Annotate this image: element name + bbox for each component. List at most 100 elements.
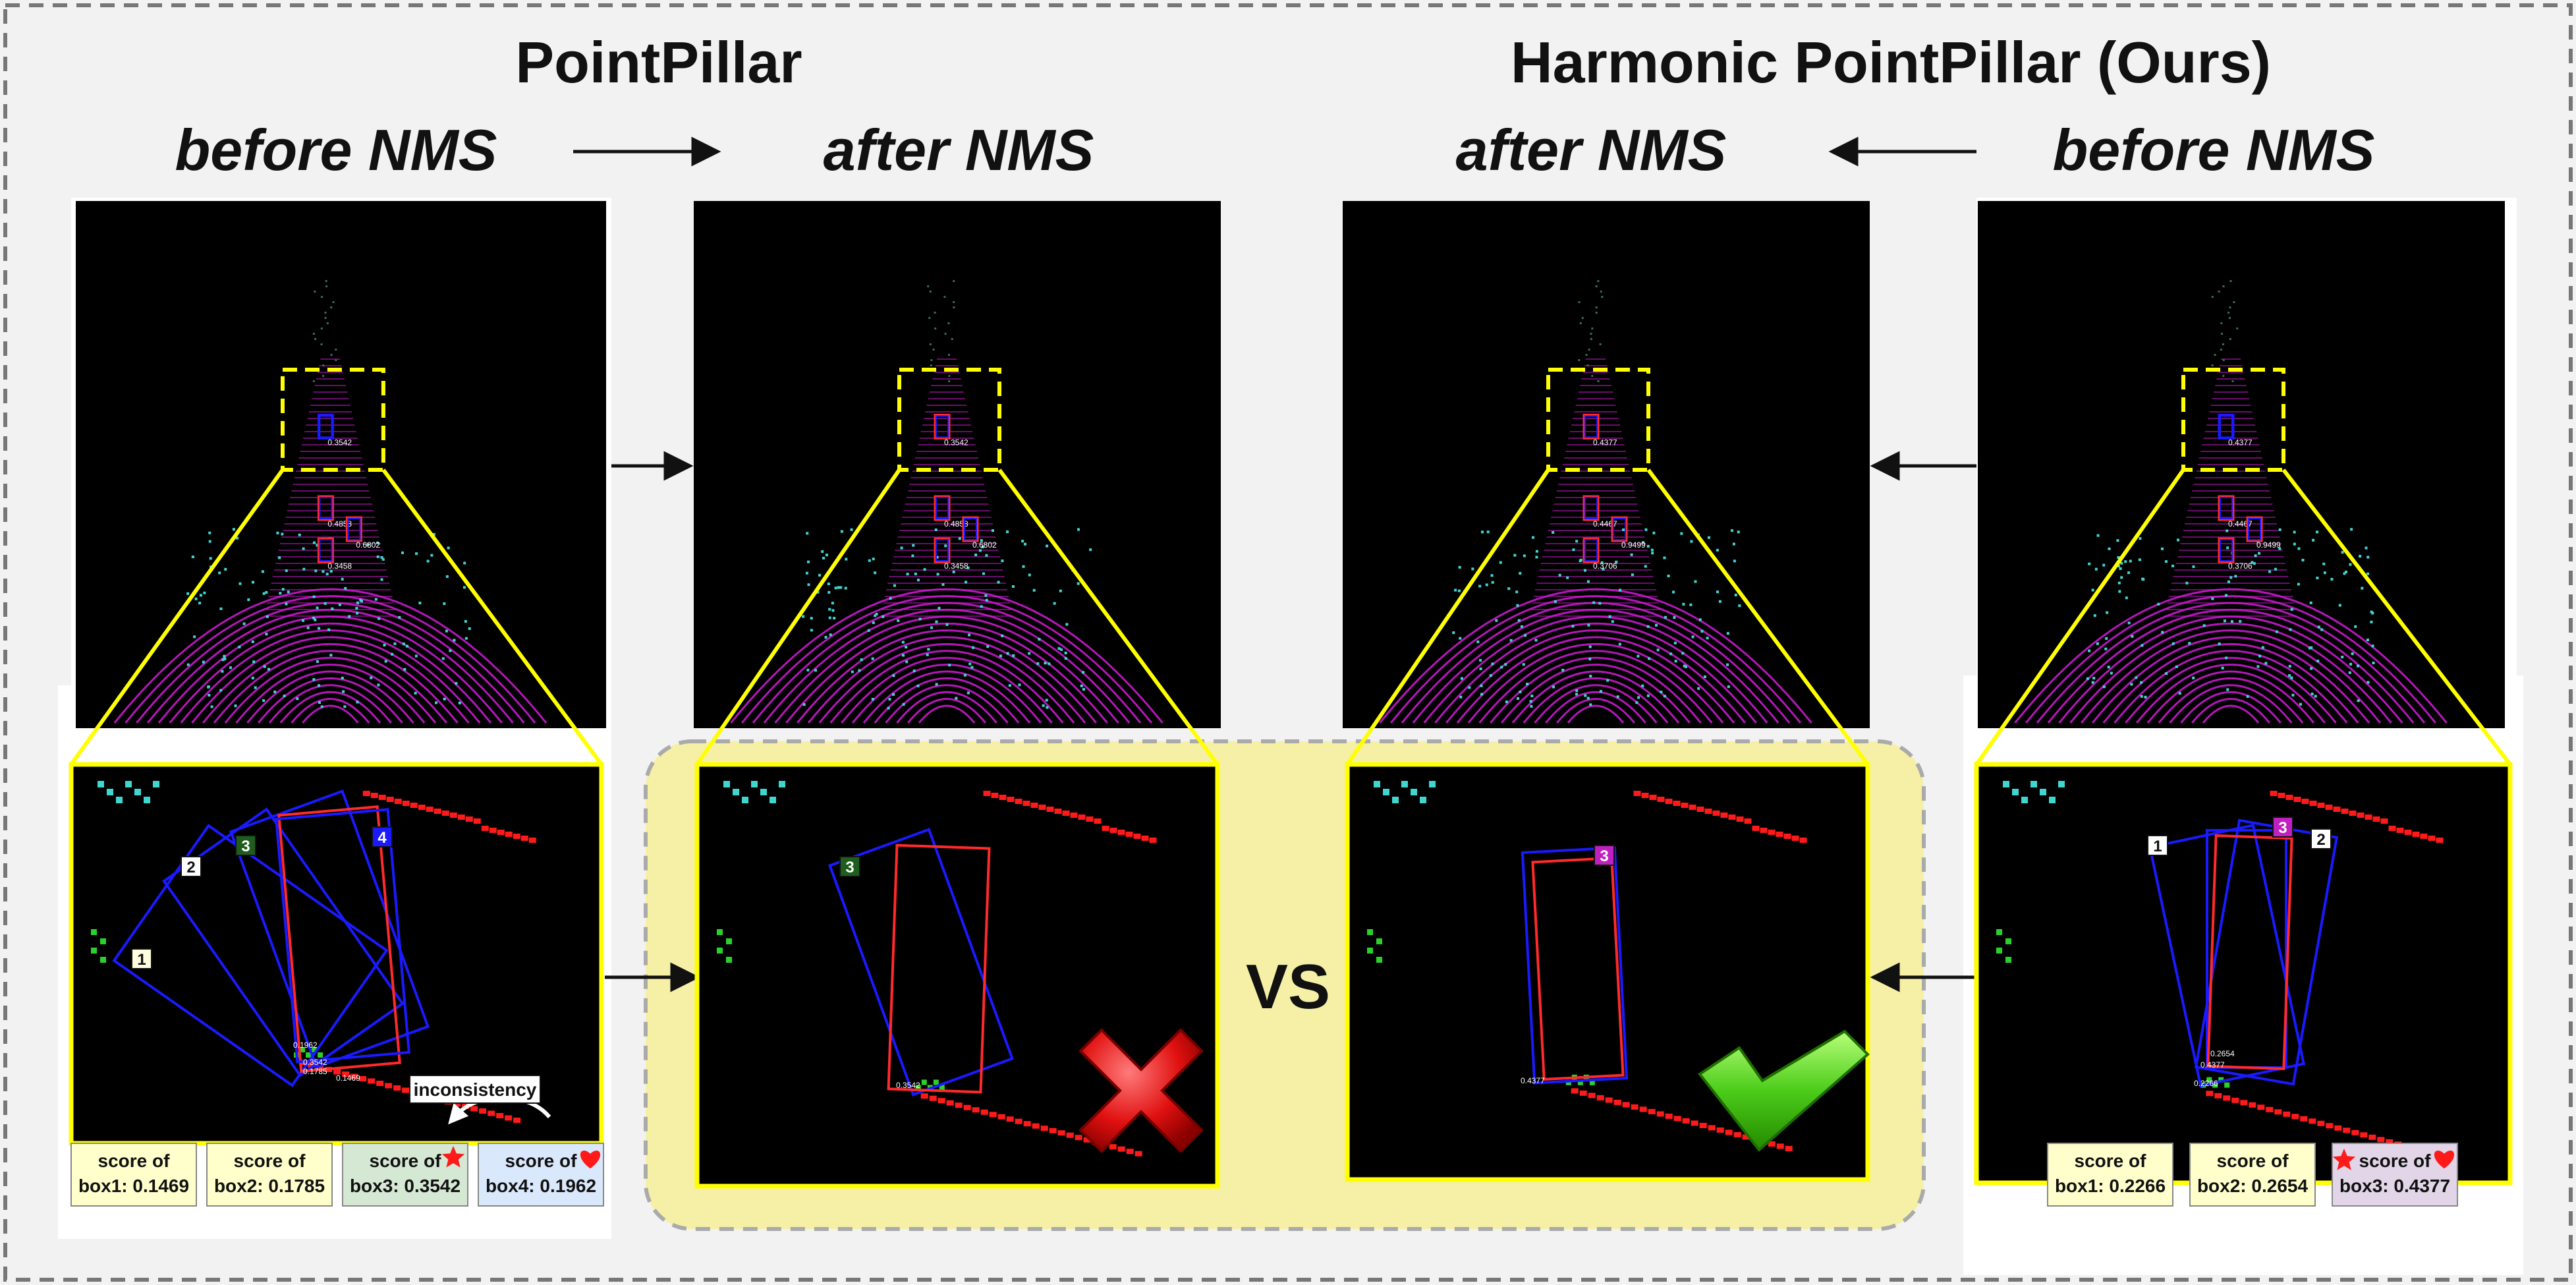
lidar-point: [1038, 805, 1046, 810]
lidar-point: [378, 617, 381, 620]
lidar-arc: [1534, 684, 1658, 724]
lidar-point: [2258, 552, 2261, 555]
lidar-point: [2141, 577, 2144, 581]
lidar-point: [1038, 638, 1041, 641]
lidar-point: [281, 532, 284, 536]
lidar-point: [418, 805, 426, 810]
lidar-point: [1044, 662, 1047, 665]
lidar-point: [1697, 687, 1700, 690]
detection-box-inner: [319, 539, 333, 561]
lidar-point: [306, 1052, 312, 1058]
lidar-point: [1680, 532, 1683, 535]
lidar-arc: [169, 622, 492, 724]
lidar-point: [867, 629, 870, 632]
lidar-point: [2356, 664, 2359, 668]
lidar-point: [980, 539, 983, 542]
lidar-point: [1077, 582, 1080, 585]
lidar-point: [1700, 629, 1704, 633]
lidar-point: [2138, 558, 2141, 561]
lidar-point: [1657, 797, 1665, 802]
lidar-point: [1597, 380, 1600, 382]
lidar-point: [2094, 567, 2098, 571]
lidar-point: [1535, 556, 1538, 559]
lidar-arc: [2114, 650, 2348, 724]
lidar-point: [318, 701, 321, 704]
lidar-point: [875, 612, 878, 615]
lidar-point: [1479, 667, 1482, 670]
lidar-point: [2343, 572, 2346, 575]
lidar-point: [717, 929, 723, 935]
lidar-point: [1673, 1116, 1681, 1122]
lidar-point: [932, 349, 935, 351]
lidar-point: [2120, 561, 2123, 565]
lidar-point: [906, 573, 909, 576]
lidar-point: [1500, 666, 1503, 669]
lidar-point: [980, 605, 983, 608]
lidar-point: [828, 608, 831, 611]
lidar-point: [1708, 1125, 1716, 1131]
lidar-point: [2320, 628, 2324, 631]
lidar-point: [742, 797, 748, 803]
lidar-point: [2258, 654, 2262, 658]
lidar-point: [415, 552, 418, 556]
box-red: [887, 843, 991, 1094]
box-1: [2148, 824, 2306, 1087]
lidar-point: [376, 555, 379, 558]
lidar-point: [1054, 809, 1062, 814]
lidar-point: [430, 554, 434, 557]
lidar-point: [929, 343, 932, 345]
roi-dashed-box: [1546, 368, 1650, 472]
lidar-point: [1619, 588, 1622, 592]
lidar-point: [1641, 684, 1644, 687]
lidar-point: [805, 571, 808, 575]
lidar-point: [1046, 544, 1049, 548]
lidar-point: [915, 1085, 921, 1091]
lidar-arc: [191, 636, 470, 724]
score-card-line2: box3: 0.4377: [2339, 1176, 2450, 1196]
zoom-score-label: 0.1469: [336, 1073, 360, 1083]
lidar-point: [972, 646, 975, 649]
lidar-point: [991, 793, 999, 798]
lidar-point: [1575, 689, 1579, 693]
lidar-point: [219, 607, 223, 610]
score-card: [2189, 1143, 2316, 1207]
lidar-point: [2291, 693, 2295, 697]
lidar-point: [1566, 576, 1569, 579]
lidar-point: [496, 1113, 504, 1118]
lidar-point: [1117, 830, 1125, 835]
lidar-point: [851, 670, 854, 673]
lidar-point: [322, 570, 325, 573]
lidar-point: [1468, 686, 1471, 689]
lidar-point: [2088, 649, 2091, 652]
overview-score-label: 0.3542: [327, 438, 352, 447]
lidar-point: [2202, 624, 2206, 627]
lidar-point: [2357, 813, 2365, 818]
lidar-point: [1083, 1137, 1091, 1143]
lidar-point: [1596, 1095, 1604, 1100]
lidar-point: [2227, 312, 2230, 314]
lidar-point: [2301, 799, 2309, 804]
lidar-arc: [2136, 664, 2326, 724]
score-card-line1: score of: [98, 1151, 171, 1171]
lidar-point: [911, 554, 914, 557]
overview-score-label: 0.4377: [2228, 438, 2253, 447]
lidar-point: [332, 301, 335, 303]
lidar-arc: [1456, 636, 1735, 724]
lidar-point: [2125, 596, 2128, 600]
lidar-point: [986, 645, 990, 648]
lidar-point: [300, 1047, 306, 1052]
detection-box: [1582, 495, 1600, 521]
lidar-point: [850, 528, 853, 531]
zoom-left-after: 30.3542: [694, 762, 1220, 1189]
lidar-point: [1681, 652, 1685, 655]
lidar-point: [1606, 679, 1610, 682]
zoom-connectors: [69, 469, 2512, 766]
lidar-point: [2228, 317, 2231, 319]
lidar-arc: [896, 691, 997, 724]
lidar-arc: [807, 636, 1086, 724]
lidar-point: [1535, 550, 1538, 553]
lidar-point: [528, 838, 536, 843]
lidar-point: [457, 814, 465, 820]
lidar-point: [327, 628, 331, 631]
lidar-point: [2110, 671, 2113, 675]
